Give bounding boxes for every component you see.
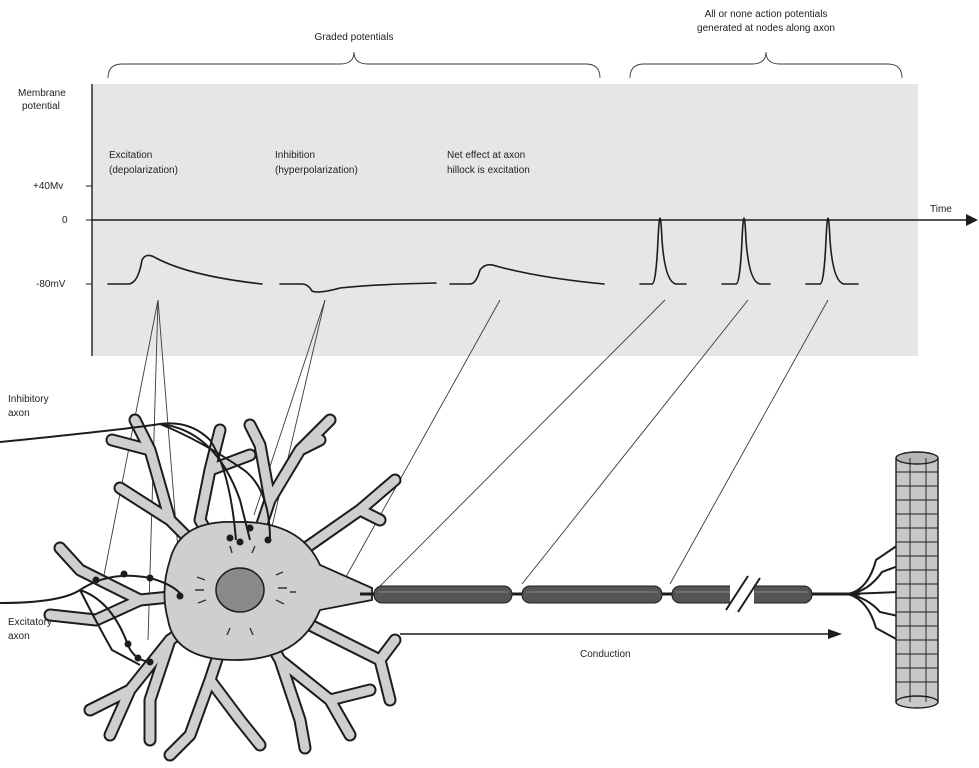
tick-plus40-label: +40Mv (33, 181, 63, 192)
tick-minus80-label: -80mV (36, 279, 66, 290)
excitation-label-1: Excitation (109, 150, 152, 161)
net-effect-label-1: Net effect at axon (447, 150, 525, 161)
action-potentials-brace (630, 52, 902, 78)
graded-potentials-brace (108, 52, 600, 78)
excitatory-axon-label-1: Excitatory (8, 617, 52, 628)
excitatory-axon-label-2: axon (8, 631, 30, 642)
tick-zero-label: 0 (62, 215, 68, 226)
y-axis-label-1: Membrane (18, 88, 66, 99)
muscle-fiber (896, 452, 938, 708)
action-potentials-label-2: generated at nodes along axon (697, 23, 835, 34)
conduction-label: Conduction (580, 649, 631, 660)
action-potentials-label-1: All or none action potentials (705, 9, 828, 20)
net-effect-label-2: hillock is excitation (447, 165, 530, 176)
time-axis-label: Time (930, 204, 952, 215)
nucleus (216, 568, 264, 612)
conduction-arrowhead (828, 629, 842, 639)
myelin-segment-1 (374, 586, 512, 603)
time-axis-arrowhead (966, 214, 978, 226)
excitation-label-2: (depolarization) (109, 165, 178, 176)
myelin-segment-2 (522, 586, 662, 603)
inhibition-label-1: Inhibition (275, 150, 315, 161)
graded-potentials-label: Graded potentials (315, 32, 394, 43)
y-axis-label-2: potential (22, 101, 60, 112)
inhibition-label-2: (hyperpolarization) (275, 165, 358, 176)
inhibitory-axon-label-2: axon (8, 408, 30, 419)
inhibitory-axon-label-1: Inhibitory (8, 394, 49, 405)
